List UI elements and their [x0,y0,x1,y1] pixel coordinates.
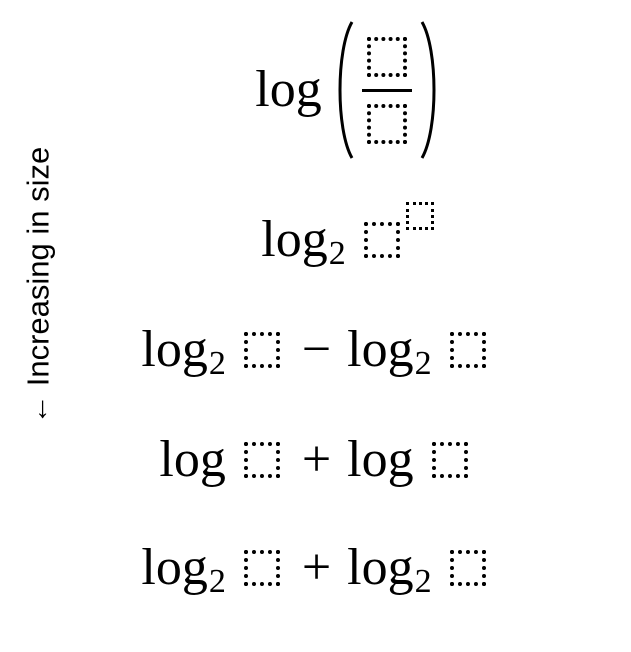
log-base: 2 [208,563,226,600]
expression-log-sum: log + log [159,434,471,486]
log-operator: log [347,539,414,596]
argument-placeholder-box[interactable] [243,442,280,478]
denominator-placeholder-box[interactable] [366,103,407,144]
left-paren-icon [332,20,356,160]
minus-operator: − [301,321,332,378]
expression-row-2[interactable]: log 2 [0,200,631,280]
argument-placeholder-box[interactable] [243,332,280,368]
expression-row-4[interactable]: log + log [0,420,631,500]
log-operator: log [159,431,226,488]
expression-row-3[interactable]: log 2 − log 2 [0,310,631,390]
expression-row-1[interactable]: log [0,21,631,159]
log-base: 2 [208,345,226,382]
expression-row-5[interactable]: log 2 + log 2 [0,528,631,608]
expression-log2-sum: log 2 + log 2 [141,539,489,599]
size-axis-label: ← Increasing in size [20,122,56,448]
expression-log-difference: log 2 − log 2 [141,321,489,381]
plus-operator: + [301,539,332,596]
argument-placeholder-box[interactable] [449,332,486,368]
numerator-placeholder-box[interactable] [366,36,407,77]
log-operator: log [141,539,208,596]
argument-placeholder-box[interactable] [431,442,468,478]
log-operator: log [261,211,328,268]
log-base: 2 [414,563,432,600]
log-operator: log [347,321,414,378]
plus-operator: + [301,431,332,488]
log-base: 2 [414,345,432,382]
log-operator: log [347,431,414,488]
fraction [361,36,412,144]
log-operator: log [255,61,322,118]
exponent-placeholder-box[interactable] [405,202,434,230]
base-placeholder-box[interactable] [363,222,400,258]
argument-placeholder-box[interactable] [449,550,486,586]
expression-log-fraction: log [255,20,441,160]
fraction-bar [361,88,412,92]
log-base: 2 [328,235,346,272]
log-operator: log [141,321,208,378]
right-paren-icon [418,20,442,160]
expression-log-power: log 2 [261,202,434,271]
argument-placeholder-box[interactable] [243,550,280,586]
